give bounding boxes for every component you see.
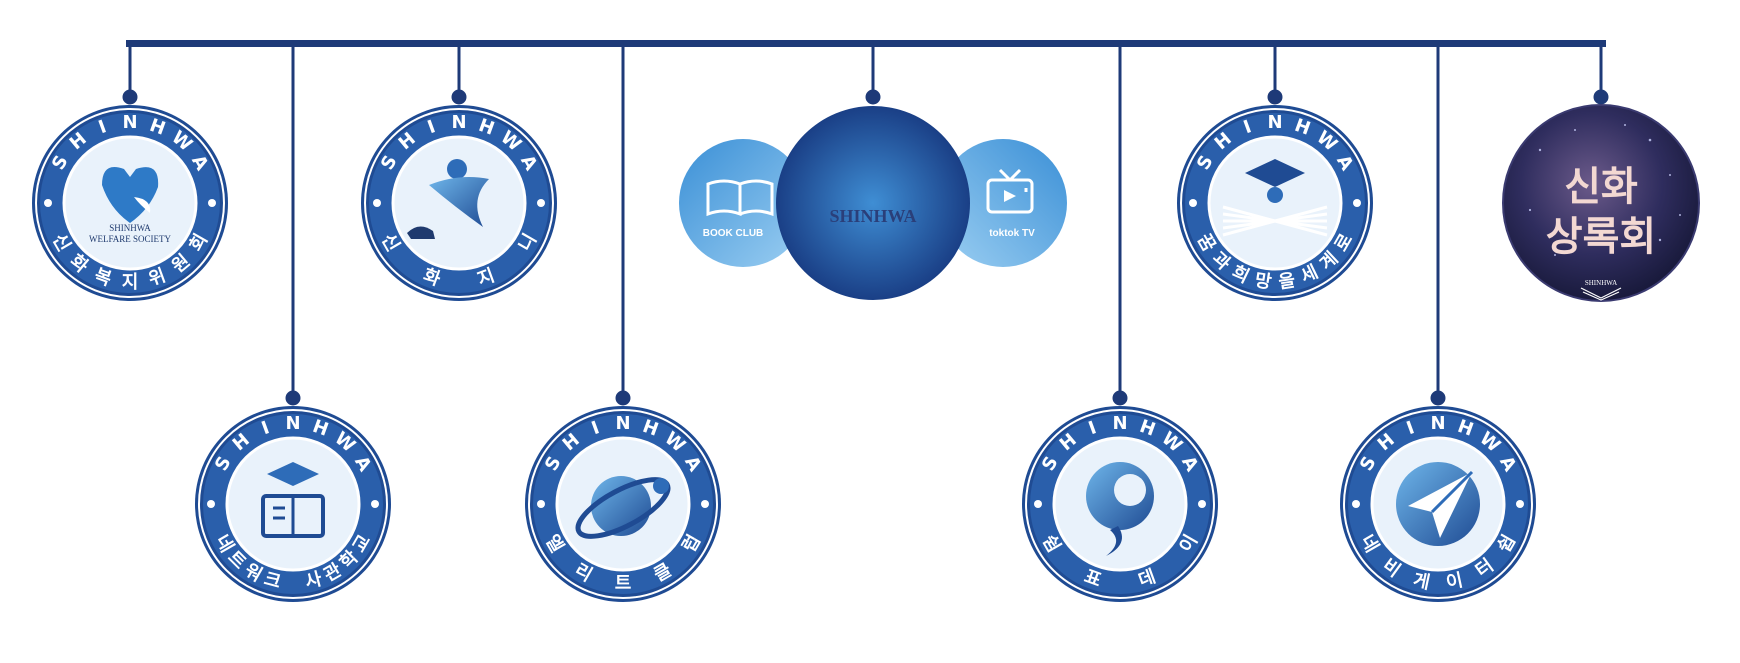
badge-caption-2: WELFARE SOCIETY — [89, 234, 172, 244]
paper-plane-icon — [1396, 462, 1480, 546]
badge-bottom-text-char: 크 — [262, 569, 283, 594]
badge-bottom-text-char: 게 — [1411, 570, 1432, 594]
badge-top-text-char: N — [122, 112, 137, 133]
badge-top-text-char: H — [1137, 416, 1158, 441]
star-field — [1528, 124, 1681, 256]
badges-layer: SHINHWASHINHWA신화복지위원회신화복지위원회SHINHWAWELFA… — [32, 105, 1536, 602]
badge-dot — [373, 199, 381, 207]
top-connector-bar — [126, 40, 1606, 47]
badge-dot — [1352, 500, 1360, 508]
badge-bottom-text-char: 을 — [1277, 270, 1297, 293]
badge-speechday[interactable]: SHINHWASHINHWA쉼 표 데 이쉼 표 데 이 — [1022, 406, 1218, 602]
planet-orbit-icon — [575, 476, 671, 539]
center-logo-text: SHINHWA — [829, 206, 916, 226]
comma-icon — [1086, 462, 1154, 556]
sangrok-emblem-icon — [1580, 287, 1622, 301]
sangrok-badge[interactable]: 신화 상록회 SHINHWA — [1502, 104, 1700, 302]
badge-navigator[interactable]: SHINHWASHINHWA네비게이터쉽네비게이터쉽 — [1340, 406, 1536, 602]
book-club-circle[interactable] — [679, 139, 807, 267]
badge-dot — [1353, 199, 1361, 207]
heart-leaf-icon — [102, 167, 159, 223]
badge-top-text-char: N — [285, 413, 300, 434]
badge-caption-1: SHINHWA — [109, 223, 151, 233]
badge-genie[interactable]: SHINHWASHINHWA신 화 지 니신 화 지 니 — [361, 105, 557, 301]
badge-top-text-char: N — [1430, 413, 1445, 434]
toktok-tv-circle[interactable] — [939, 139, 1067, 267]
badge-dot — [701, 500, 709, 508]
badge-bottom-text-char: 망 — [1253, 270, 1273, 293]
badge-dot — [1198, 500, 1206, 508]
badge-dot — [207, 500, 215, 508]
sangrok-title-line-2: 상록회 — [1546, 214, 1656, 260]
badge-elite[interactable]: SHINHWASHINHWA엘 리 트 클 럽엘 리 트 클 럽 — [525, 406, 721, 602]
badge-top-text-char: H — [1292, 115, 1313, 140]
badge-bottom-text-char: 트 — [615, 573, 632, 594]
badge-dot — [1189, 199, 1197, 207]
badge-dot — [1034, 500, 1042, 508]
genie-lamp-icon — [407, 159, 489, 239]
badge-top-text-char: N — [615, 413, 630, 434]
tv-icon — [986, 168, 1034, 214]
badge-top-text-char: H — [310, 416, 331, 441]
badge-bottom-text-char: 표 — [1081, 566, 1104, 591]
graduation-book-icon — [261, 462, 325, 538]
shinhwa-main-circle[interactable] — [776, 106, 970, 300]
badge-welfare[interactable]: SHINHWASHINHWA신화복지위원회신화복지위원회SHINHWAWELFA… — [32, 105, 228, 301]
toktok-tv-label: toktok TV — [989, 228, 1035, 239]
badge-top-text-char: H — [640, 416, 661, 441]
badge-dot — [537, 199, 545, 207]
badge-dot — [208, 199, 216, 207]
badge-top-text-char: N — [451, 112, 466, 133]
badge-top-text-char: H — [476, 115, 497, 140]
badge-bottom-text-char: 지 — [122, 272, 139, 293]
badge-dream[interactable]: SHINHWASHINHWA꿈과희망을세계로꿈과희망을세계로 — [1177, 105, 1373, 301]
badge-dot — [1516, 500, 1524, 508]
badge-dot — [537, 500, 545, 508]
badge-bottom-text-char: 복 — [91, 265, 114, 290]
badge-bottom-text-char: 지 — [475, 265, 498, 290]
badge-dot — [44, 199, 52, 207]
badge-dot — [371, 500, 379, 508]
center-hub: BOOK CLUB toktok TV SHINHWA — [679, 106, 1067, 300]
book-club-label: BOOK CLUB — [703, 228, 764, 239]
badge-bottom-text-char: 이 — [1444, 570, 1465, 594]
sangrok-caption: SHINHWA — [1585, 279, 1617, 287]
badge-bottom-text-char: 사 — [303, 568, 325, 593]
sangrok-title-line-1: 신화 — [1564, 164, 1638, 210]
badge-bottom-text-char: 화 — [420, 265, 443, 291]
badge-top-text-char: N — [1267, 112, 1282, 133]
graduation-cap-rays-icon — [1222, 159, 1328, 237]
badge-bottom-text-char: 데 — [1136, 566, 1159, 591]
open-book-icon — [706, 179, 774, 217]
badge-top-text-char: H — [147, 115, 168, 140]
badge-top-text-char: N — [1112, 413, 1127, 434]
connector-stems — [122, 47, 1609, 406]
badge-bottom-text-char: 위 — [146, 265, 169, 290]
badge-top-text-char: H — [1455, 416, 1476, 441]
